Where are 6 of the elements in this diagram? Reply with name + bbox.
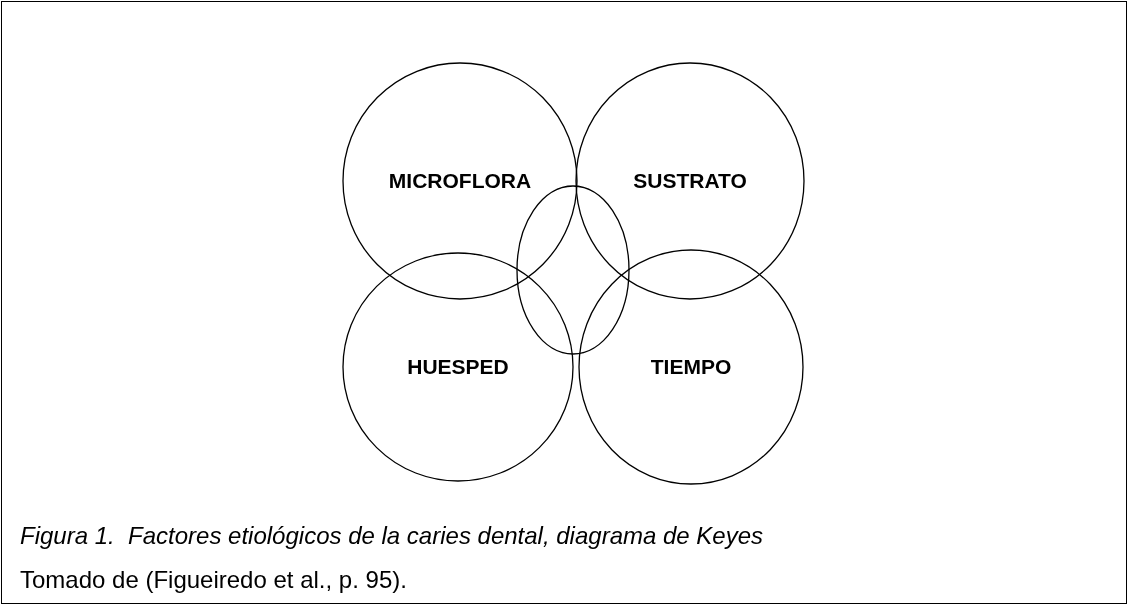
source-note: Tomado de (Figueiredo et al., p. 95).	[20, 566, 407, 594]
circle-label: TIEMPO	[650, 355, 732, 379]
circle-label: HUESPED	[407, 355, 509, 379]
figure-caption: Figura 1. Factores etiológicos de la caries dental, diagrama de Keyes	[20, 522, 764, 550]
circle-label: SUSTRATO	[633, 169, 747, 193]
circle-label: MICROFLORA	[388, 169, 532, 193]
